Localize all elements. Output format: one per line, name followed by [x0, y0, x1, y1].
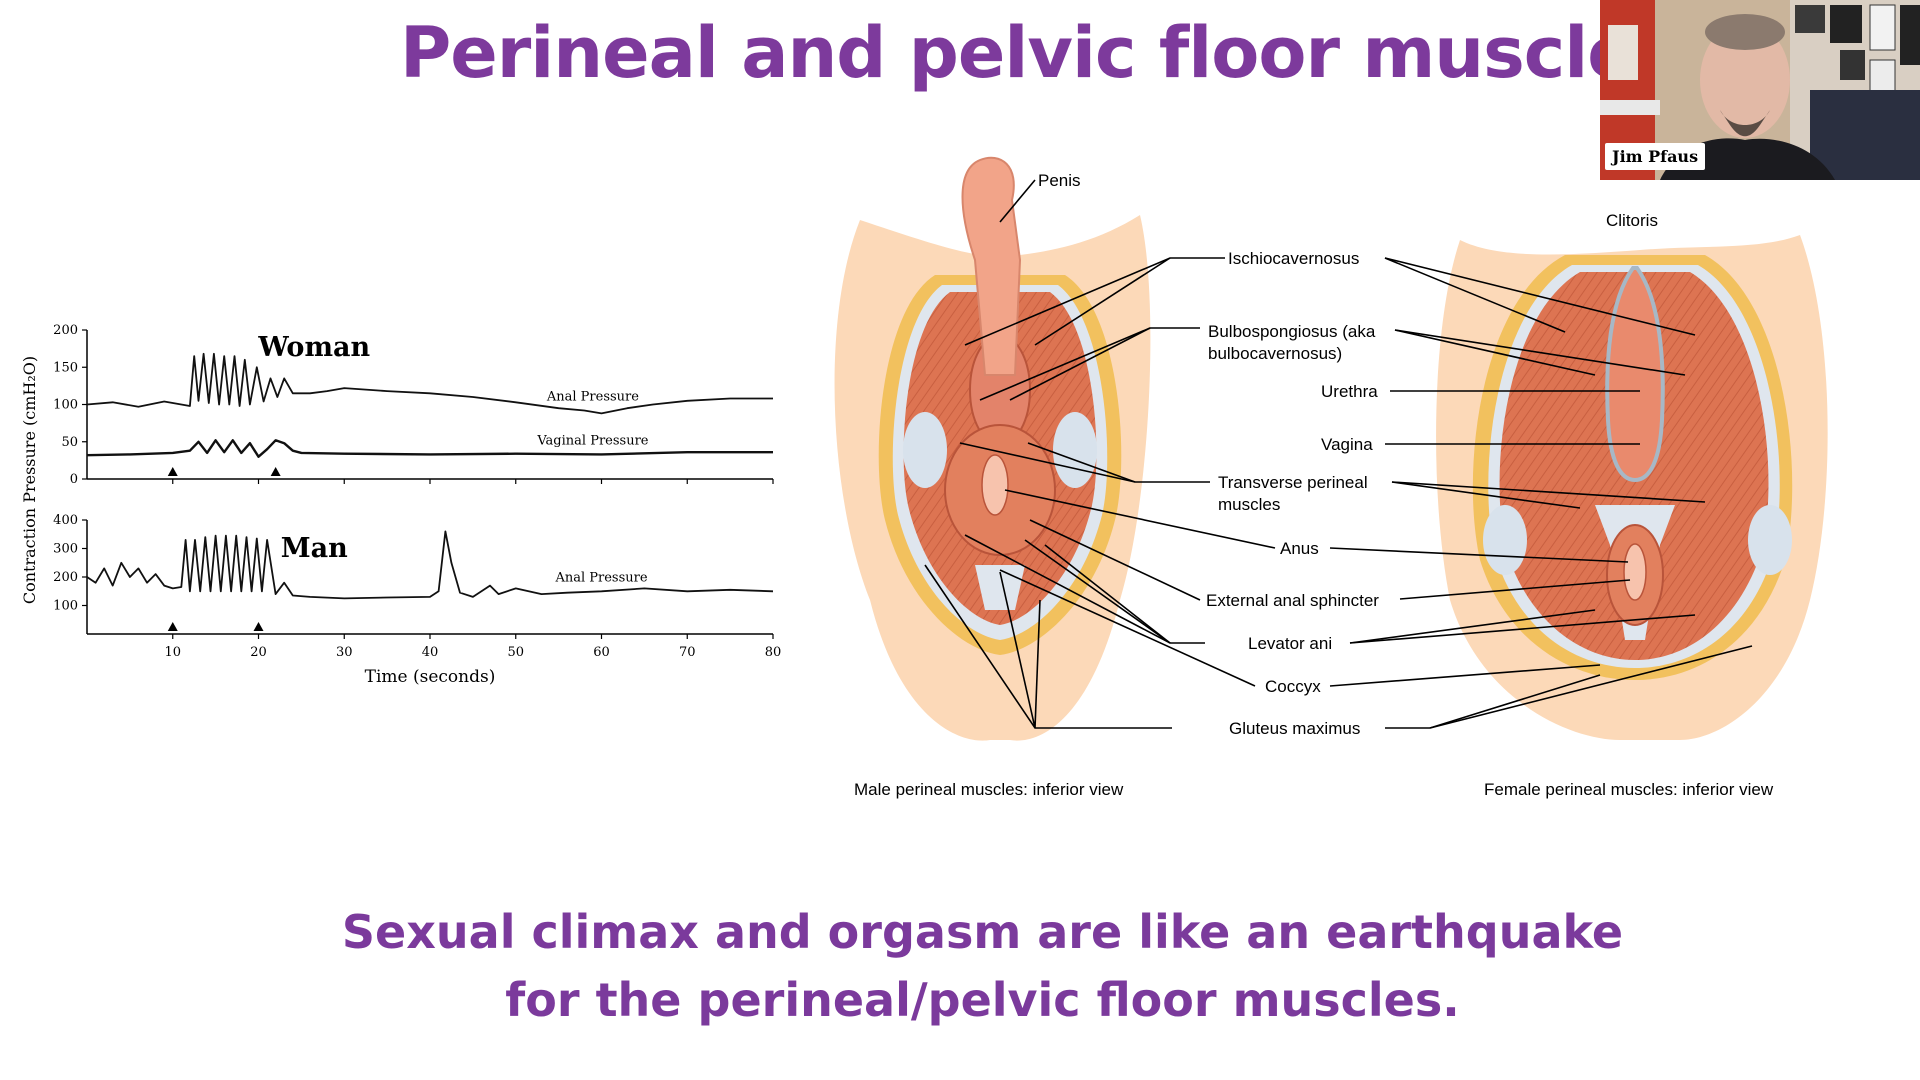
panel-0-y-tick-label-0: 0 [70, 472, 78, 487]
label-transverse-perineal-line1: Transverse perineal [1218, 473, 1368, 492]
x-tick-label-5: 60 [593, 645, 610, 660]
female-obturator-left [1483, 505, 1527, 575]
label-bulbospongiosus-line2: bulbocavernosus) [1208, 344, 1342, 363]
panel-0-y-tick-label-4: 200 [53, 323, 78, 338]
caption-male-inferior-view: Male perineal muscles: inferior view [854, 780, 1124, 799]
x-tick-label-6: 70 [679, 645, 696, 660]
label-anus: Anus [1280, 539, 1319, 558]
x-tick-label-2: 30 [336, 645, 353, 660]
x-tick-label-1: 20 [250, 645, 267, 660]
participant-name-tag: Jim Pfaus [1605, 143, 1706, 170]
label-coccyx: Coccyx [1265, 677, 1321, 696]
panel-1-y-tick-label-3: 400 [53, 513, 78, 528]
female-vestibule [1605, 266, 1665, 483]
x-tick-label-3: 40 [422, 645, 439, 660]
female-obturator-right [1748, 505, 1792, 575]
female-anus [1623, 543, 1647, 601]
panel-1-title: Man [281, 533, 348, 564]
male-penis [961, 156, 1022, 376]
caption-female-inferior-view: Female perineal muscles: inferior view [1484, 780, 1774, 799]
panel-0-title: Woman [257, 332, 370, 363]
male-perineum-illustration [834, 156, 1151, 741]
panel-0-marker-0 [167, 467, 178, 476]
label-external-anal-sphincter: External anal sphincter [1206, 591, 1379, 610]
slide-caption: Sexual climax and orgasm are like an ear… [0, 898, 1920, 1034]
label-levator-ani: Levator ani [1248, 634, 1332, 653]
caption-line-2: for the perineal/pelvic floor muscles. [505, 973, 1460, 1027]
leader-lines [924, 179, 1753, 729]
panel-1-marker-0 [167, 622, 178, 631]
panel-1-y-tick-label-1: 200 [53, 570, 78, 585]
male-obturator-left [903, 412, 947, 488]
x-axis-label: Time (seconds) [365, 667, 496, 687]
male-anus [981, 454, 1009, 516]
label-bulbospongiosus-line1: Bulbospongiosus (aka [1208, 322, 1376, 341]
perineal-muscle-diagram: Penis Clitoris Ischiocavernosus Bulbospo… [834, 156, 1828, 799]
x-tick-label-4: 50 [507, 645, 524, 660]
panel-0-y-tick-label-1: 50 [61, 435, 78, 450]
label-ischiocavernosus: Ischiocavernosus [1228, 249, 1359, 268]
panel-1-series-0-line [86, 530, 774, 600]
label-urethra: Urethra [1321, 382, 1378, 401]
label-penis: Penis [1038, 171, 1081, 190]
panel-0-y-tick-label-3: 150 [53, 360, 78, 375]
label-transverse-perineal-line2: muscles [1218, 495, 1280, 514]
y-axis-label: Contraction Pressure (cmH₂O) [20, 356, 39, 604]
label-vagina: Vagina [1321, 435, 1373, 454]
panel-0-series-1-line [86, 439, 773, 458]
panel-0-series-0-label: Anal Pressure [546, 389, 639, 404]
x-tick-label-7: 80 [765, 645, 782, 660]
panel-0-y-tick-label-2: 100 [53, 398, 78, 413]
label-clitoris: Clitoris [1606, 211, 1658, 230]
caption-line-1: Sexual climax and orgasm are like an ear… [341, 905, 1624, 959]
male-obturator-right [1053, 412, 1097, 488]
panel-1-y-tick-label-0: 100 [53, 599, 78, 614]
panel-1-marker-1 [253, 622, 264, 631]
x-tick-label-0: 10 [164, 645, 181, 660]
panel-0-series-0-line [86, 352, 773, 415]
participant-video-tile[interactable]: Jim Pfaus [1600, 0, 1920, 180]
panel-1-series-0-label: Anal Pressure [554, 570, 647, 585]
panel-1-y-tick-label-2: 300 [53, 542, 78, 557]
slide-title: Perineal and pelvic floor muscles [400, 12, 1675, 94]
panel-0-series-1-label: Vaginal Pressure [536, 433, 648, 448]
female-perineum-illustration [1436, 235, 1828, 740]
label-gluteus-maximus: Gluteus maximus [1229, 719, 1360, 738]
panel-0-marker-1 [270, 467, 281, 476]
